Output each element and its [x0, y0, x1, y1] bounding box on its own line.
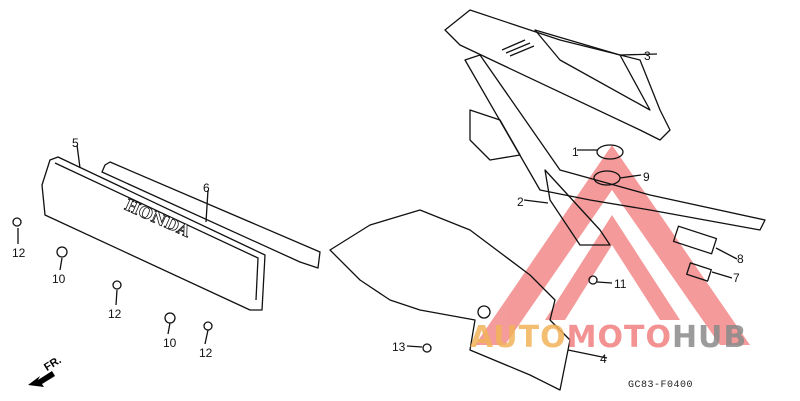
callout-4: 4 — [600, 352, 607, 366]
part-6-trim-strip — [101, 161, 321, 269]
diagram-code: GC83-F0400 — [628, 380, 694, 391]
front-direction-arrow-icon — [28, 371, 55, 387]
part-11-bolt — [588, 275, 598, 285]
watermark-hub: HUB — [671, 320, 748, 355]
callout-3: 3 — [644, 49, 651, 63]
watermark-auto: AUTO — [470, 320, 567, 355]
watermark-triangle-icon — [475, 145, 750, 345]
callout-12b: 12 — [108, 307, 122, 321]
part-10-nut-c — [477, 305, 491, 319]
callout-5: 5 — [72, 136, 79, 150]
callout-12a: 12 — [12, 246, 26, 260]
part-1-cap — [596, 144, 624, 160]
callout-6: 6 — [203, 181, 210, 195]
part-3-upper-cover — [444, 9, 671, 141]
callout-7: 7 — [733, 271, 740, 285]
part-7-pad — [686, 262, 712, 282]
callout-9: 9 — [643, 170, 650, 184]
part-12-screw-c — [203, 321, 213, 331]
callout-8: 8 — [737, 252, 744, 266]
part-13-screw — [422, 343, 432, 353]
callout-13: 13 — [392, 340, 406, 354]
part-4-lower-cover — [329, 209, 571, 391]
watermark-logo: AUTOMOTOHUB — [470, 320, 747, 355]
part-10-nut-b — [164, 312, 176, 324]
part-12-screw-a — [12, 217, 22, 227]
part-5-front-panel — [41, 156, 266, 311]
callout-10b: 10 — [163, 336, 177, 350]
part-8-pad — [672, 225, 718, 255]
callout-10a: 10 — [52, 272, 66, 286]
callout-1: 1 — [572, 145, 579, 159]
honda-emblem: HONDA — [122, 195, 194, 241]
callout-12c: 12 — [199, 346, 213, 360]
part-12-screw-b — [112, 280, 122, 290]
watermark-moto: MOTO — [566, 320, 672, 355]
callout-2: 2 — [517, 195, 524, 209]
part-10-nut-a — [56, 246, 68, 258]
callout-11: 11 — [614, 277, 627, 291]
part-2-handlebar-frame — [464, 54, 766, 246]
